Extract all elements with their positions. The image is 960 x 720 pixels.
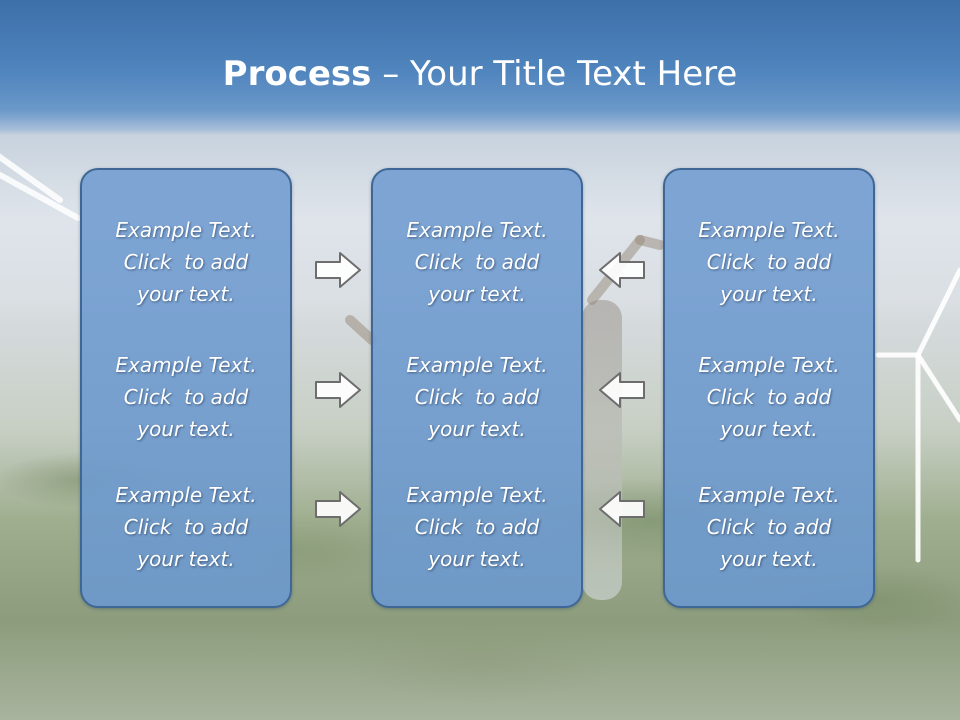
text-line: your text.	[720, 547, 818, 571]
text-line: Click to add	[706, 250, 832, 274]
text-line: Example Text.	[698, 353, 840, 377]
text-line: your text.	[137, 417, 235, 441]
text-line: your text.	[137, 547, 235, 571]
text-line: Example Text.	[115, 483, 257, 507]
title-separator: –	[371, 54, 411, 94]
text-line: your text.	[137, 282, 235, 306]
left-panel[interactable]: Example Text. Click to add your text. Ex…	[80, 168, 292, 608]
text-line: Click to add	[414, 250, 540, 274]
text-line: Click to add	[123, 385, 249, 409]
person-silhouette	[582, 300, 622, 600]
text-line: Example Text.	[698, 218, 840, 242]
text-line: Example Text.	[406, 353, 548, 377]
text-line: Click to add	[706, 385, 832, 409]
text-block[interactable]: Example Text. Click to add your text.	[82, 479, 290, 575]
title-rest: Your Title Text Here	[410, 54, 738, 94]
text-line: your text.	[428, 417, 526, 441]
arrow-right-icon[interactable]	[314, 250, 362, 290]
text-line: your text.	[720, 282, 818, 306]
title-bar	[0, 0, 960, 135]
text-line: Click to add	[706, 515, 832, 539]
text-line: Click to add	[123, 250, 249, 274]
text-line: Example Text.	[698, 483, 840, 507]
text-line: Example Text.	[115, 353, 257, 377]
arrow-left-icon[interactable]	[598, 489, 646, 529]
text-line: your text.	[428, 282, 526, 306]
text-line: Click to add	[414, 385, 540, 409]
text-line: your text.	[428, 547, 526, 571]
text-line: Example Text.	[406, 483, 548, 507]
text-block[interactable]: Example Text. Click to add your text.	[373, 349, 581, 445]
text-line: your text.	[720, 417, 818, 441]
text-line: Click to add	[414, 515, 540, 539]
text-block[interactable]: Example Text. Click to add your text.	[82, 214, 290, 310]
text-line: Click to add	[123, 515, 249, 539]
arrow-left-icon[interactable]	[598, 370, 646, 410]
text-line: Example Text.	[115, 218, 257, 242]
text-block[interactable]: Example Text. Click to add your text.	[82, 349, 290, 445]
text-line: Example Text.	[406, 218, 548, 242]
arrow-right-icon[interactable]	[314, 489, 362, 529]
right-panel[interactable]: Example Text. Click to add your text. Ex…	[663, 168, 875, 608]
slide-title[interactable]: Process – Your Title Text Here	[0, 52, 960, 96]
text-block[interactable]: Example Text. Click to add your text.	[373, 214, 581, 310]
arrow-right-icon[interactable]	[314, 370, 362, 410]
title-bold: Process	[222, 54, 372, 94]
middle-panel[interactable]: Example Text. Click to add your text. Ex…	[371, 168, 583, 608]
text-block[interactable]: Example Text. Click to add your text.	[373, 479, 581, 575]
arrow-left-icon[interactable]	[598, 250, 646, 290]
text-block[interactable]: Example Text. Click to add your text.	[665, 479, 873, 575]
text-block[interactable]: Example Text. Click to add your text.	[665, 349, 873, 445]
text-block[interactable]: Example Text. Click to add your text.	[665, 214, 873, 310]
